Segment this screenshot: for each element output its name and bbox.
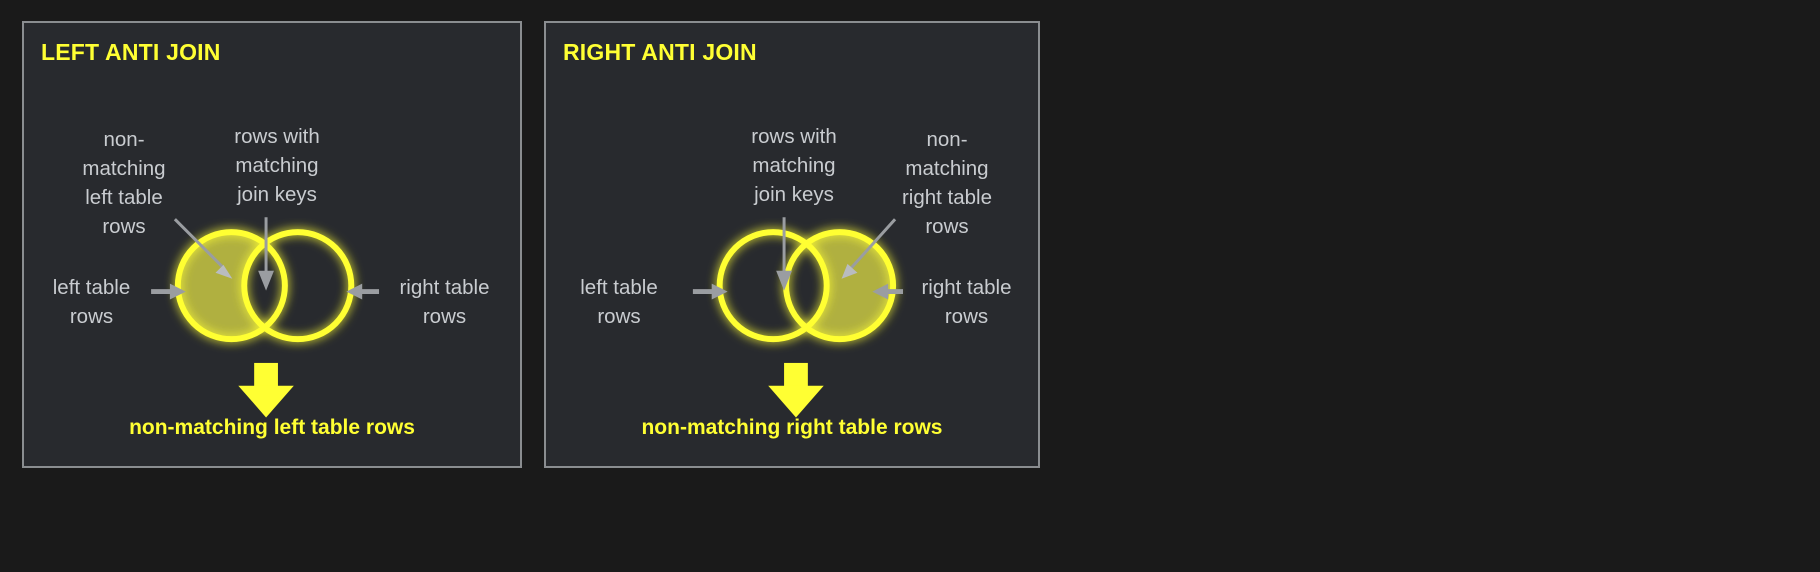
venn-diagram-right — [692, 217, 903, 418]
pointer-arrow-icon — [258, 217, 274, 291]
panel-caption: non-matching right table rows — [641, 416, 943, 439]
panel-left-anti-join: LEFT ANTI JOIN — [22, 21, 522, 468]
venn-circle-right — [783, 229, 897, 343]
panel-caption: non-matching left table rows — [129, 416, 415, 439]
annotation-left-table-rows: left table rows — [52, 276, 131, 328]
annotation-left-table-rows: left table rows — [580, 276, 658, 328]
pointer-arrow-icon — [872, 283, 903, 300]
panel-title: LEFT ANTI JOIN — [41, 39, 221, 65]
pointer-arrow-icon — [151, 283, 186, 300]
annotation-non-matching-left-rows: non- matching left table rows — [82, 128, 166, 238]
pointer-arrow-icon — [346, 283, 380, 300]
annotation-matching-join-keys: rows with matching join keys — [751, 125, 837, 206]
venn-region-left-only — [177, 232, 285, 340]
venn-region-right-only — [786, 232, 894, 340]
down-arrow-icon — [238, 362, 294, 418]
venn-circle-left — [716, 229, 830, 343]
annotation-matching-join-keys: rows with matching join keys — [234, 125, 320, 206]
pointer-arrow-icon — [776, 217, 792, 291]
annotation-right-table-rows: right table rows — [921, 276, 1012, 328]
annotation-non-matching-right-rows: non- matching right table rows — [901, 128, 993, 238]
venn-circle-left — [174, 229, 288, 343]
down-arrow-icon — [768, 362, 824, 418]
venn-circle-right — [241, 229, 355, 343]
panel-right-anti-join: RIGHT ANTI JOIN — [544, 21, 1040, 468]
pointer-arrow-icon — [692, 283, 728, 300]
panel-title: RIGHT ANTI JOIN — [563, 39, 757, 65]
annotation-right-table-rows: right table rows — [399, 276, 490, 328]
venn-diagram-left — [151, 217, 380, 418]
